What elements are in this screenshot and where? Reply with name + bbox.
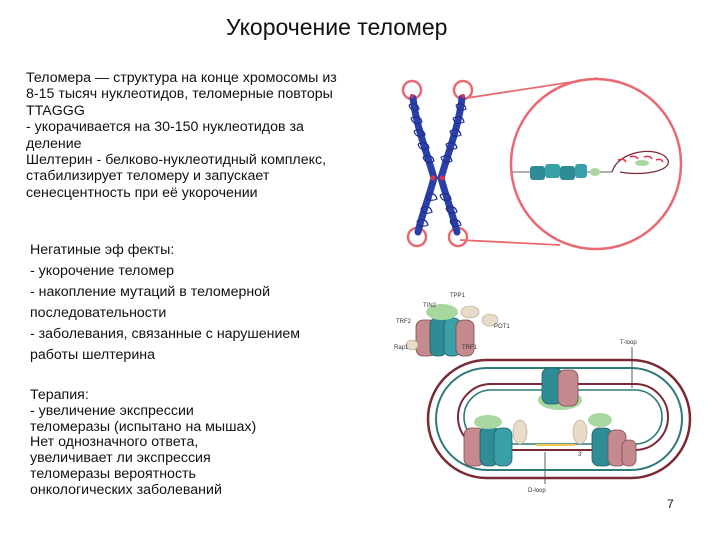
telomere-zoom-circle <box>509 77 683 251</box>
therapy-text: Терапия: - увеличение экспрессии теломер… <box>30 387 330 499</box>
text-line: стабилизирует теломеру и запускает <box>26 168 270 185</box>
text-line: деление <box>26 135 82 152</box>
text-line: - укорочение теломер <box>30 263 174 279</box>
text-line: - увеличение экспрессии <box>30 402 194 419</box>
telomere-definition-text: Теломера — структура на конце хромосомы … <box>26 70 381 201</box>
label-pot1: POT1 <box>494 324 510 330</box>
text-line: теломеразы (испытано на мышах) <box>30 418 257 435</box>
label-trf2: TRF2 <box>396 319 412 325</box>
text-line: сенесцентность при её укорочении <box>26 184 258 201</box>
label-dloop: D-loop <box>528 488 546 494</box>
label-trf1: TRF1 <box>462 345 478 351</box>
chromosome-coils <box>408 103 467 227</box>
text-line: TTAGGG <box>26 102 85 119</box>
text-line: - укорачивается на 30-150 нуклеотидов за <box>26 119 304 136</box>
text-line: увеличивает ли экспрессия <box>30 450 211 467</box>
negative-effects-text: Негатиные эф фекты: - укорочение теломер… <box>30 240 360 366</box>
label-tin2: TIN2 <box>423 303 437 309</box>
text-line: Теломера — структура на конце хромосомы … <box>26 70 337 86</box>
text-line: Негатиные эф фекты: <box>30 242 175 258</box>
label-tpp1: TPP1 <box>450 293 466 299</box>
text-line: Шелтерин - белково-нуклеотидный комплекс… <box>26 152 327 169</box>
slide-title: Укорочение теломер <box>226 14 448 40</box>
text-line: Нет однозначного ответа, <box>30 434 199 451</box>
text-line: теломеразы вероятность <box>30 465 196 482</box>
text-line: онкологических заболеваний <box>30 481 222 498</box>
text-line: Терапия: <box>30 387 89 403</box>
shelterin-diagram: TPP1 TIN2 TRF2 POT1 Rap1 TRF1 T-loop 3' … <box>394 293 692 494</box>
text-line: - заболевания, связанные с нарушением <box>30 326 301 342</box>
text-line: работы шелтерина <box>30 347 155 363</box>
text-line: 8-15 тысяч нуклеотидов, теломерные повто… <box>26 86 333 103</box>
label-rap1: Rap1 <box>394 345 409 351</box>
loop-complex-left <box>463 415 528 467</box>
centromere-dots <box>410 94 465 181</box>
label-tloop: T-loop <box>620 340 637 346</box>
shelterin-complex <box>405 304 499 357</box>
label-3-prime: 3' <box>578 452 582 458</box>
text-line: - накопление мутаций в теломерной <box>30 284 270 300</box>
chromosome-illustration <box>401 77 599 248</box>
page-number: 7 <box>667 497 674 511</box>
loop-complex-right <box>572 413 637 467</box>
text-line: последовательности <box>30 305 167 321</box>
loop-complex-top <box>538 367 582 410</box>
